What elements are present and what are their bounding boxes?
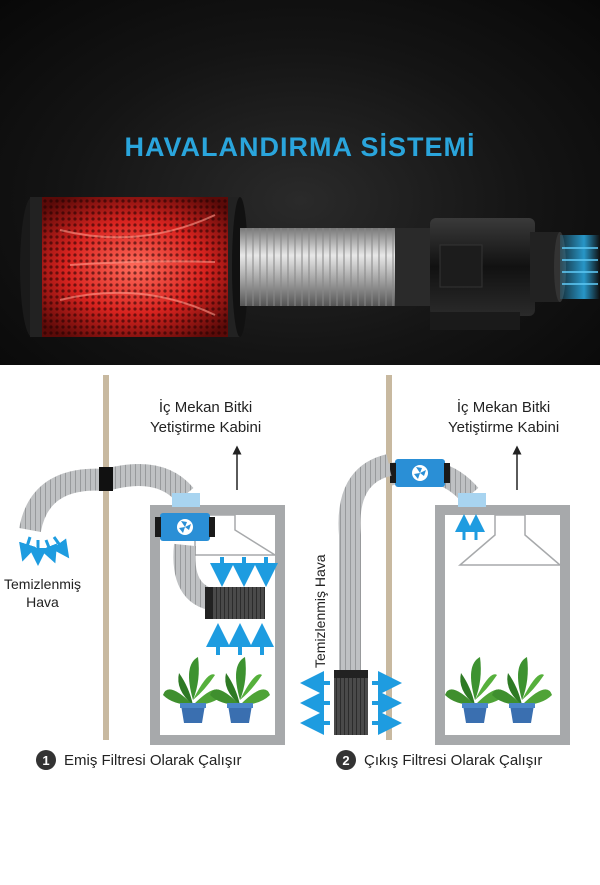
left-exhaust-label-line2: Hava [26,594,59,610]
right-cabin-label-line2: Yetiştirme Kabini [448,419,560,436]
installation-diagrams [19,375,570,745]
left-cabin-label-line1: İç Mekan Bitki [158,399,253,416]
right-cabin-label: İç Mekan Bitki Yetiştirme Kabini [448,398,559,438]
left-cabin-label-line2: Yetiştirme Kabini [150,419,262,436]
caption-exhaust-text: Çıkış Filtresi Olarak Çalışır [364,751,543,769]
carbon-filter [20,197,248,337]
left-exhaust-label: Temizlenmiş Hava [4,575,81,611]
intake-filter-diagram [19,375,285,745]
airflow-down-arrows [210,557,278,587]
filter-outflow-arrows [300,671,402,735]
caption-exhaust: 2 Çıkış Filtresi Olarak Çalışır [336,750,542,770]
caption-intake: 1 Emiş Filtresi Olarak Çalışır [36,750,242,770]
flexible-duct [240,228,400,306]
wall-left [103,375,109,740]
ventilation-product-illustration [20,197,600,337]
right-cabin-label-line1: İç Mekan Bitki [456,399,551,416]
step-number-badge: 1 [36,750,56,770]
exhaust-filter-diagram [300,375,570,745]
fan-icon [390,459,450,487]
air-outflow [560,235,600,299]
carbon-filter-icon [205,587,265,619]
right-exhaust-label: Temizlenmiş Hava [312,554,328,668]
inline-fan [395,218,566,330]
airflow-up-arrows [206,623,274,655]
exhaust-arrows [19,536,70,566]
hero-banner: HAVALANDIRMA SİSTEMİ [0,0,600,365]
duct-hose-down [338,454,393,675]
caption-intake-text: Emiş Filtresi Olarak Çalışır [64,751,242,769]
left-cabin-label: İç Mekan Bitki Yetiştirme Kabini [150,398,261,438]
wall-right [386,375,392,740]
hero-title: HAVALANDIRMA SİSTEMİ [124,132,476,162]
carbon-filter-icon [334,670,368,735]
duct-hose-top [103,464,194,503]
left-exhaust-label-line1: Temizlenmiş [4,576,82,592]
step-number-badge: 2 [336,750,356,770]
fan-icon [155,513,215,541]
duct-hose-exhaust [19,468,107,533]
